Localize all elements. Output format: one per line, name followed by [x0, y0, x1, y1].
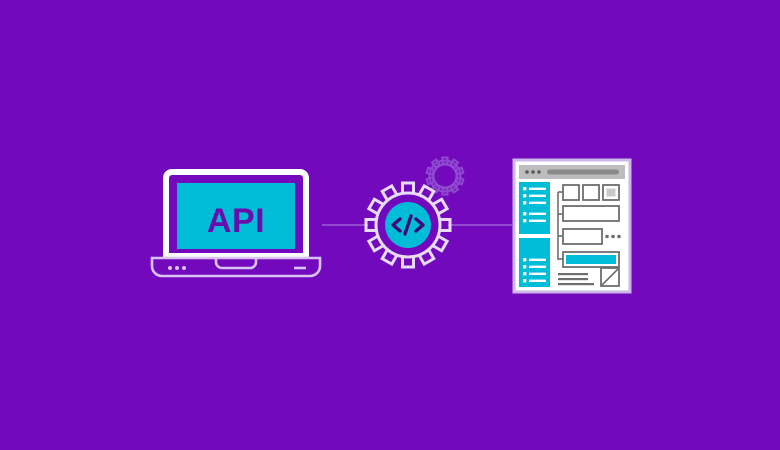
sidebar-top-items [523, 187, 546, 223]
sidebar-panel-top [519, 182, 550, 234]
content-ellipsis-icon[interactable] [605, 234, 621, 239]
list-item[interactable] [523, 272, 546, 276]
list-item[interactable] [523, 212, 546, 216]
content-box[interactable] [562, 184, 580, 201]
content-text-lines [558, 273, 594, 286]
sidebar-bottom-items [523, 258, 546, 283]
code-gear [364, 181, 452, 269]
window-address-bar[interactable] [547, 169, 619, 175]
content-highlight-bar [566, 255, 616, 264]
list-item[interactable] [523, 194, 546, 198]
sidebar-panel-bottom [519, 238, 550, 287]
text-line [558, 283, 594, 286]
laptop-base-dots [168, 266, 186, 270]
text-line [558, 273, 588, 276]
content-wide-row[interactable] [562, 228, 603, 245]
laptop-lid [163, 169, 309, 259]
list-item[interactable] [523, 258, 546, 262]
list-item[interactable] [523, 201, 546, 205]
laptop-screen [177, 183, 295, 249]
image-placeholder-icon[interactable] [600, 267, 620, 287]
laptop-notch [214, 258, 258, 270]
text-line [558, 278, 588, 281]
laptop-base [150, 256, 322, 278]
list-item[interactable] [523, 265, 546, 269]
api-screen-label: API [207, 202, 265, 240]
content-box-fill [606, 188, 616, 197]
content-box[interactable] [582, 184, 600, 201]
list-item[interactable] [523, 279, 546, 283]
code-symbol-icon [391, 214, 425, 236]
list-item[interactable] [523, 187, 546, 191]
content-wide-row[interactable] [562, 205, 620, 222]
laptop: API [150, 169, 322, 278]
window-titlebar-dots [525, 170, 541, 174]
content-top-boxes [562, 184, 620, 201]
dashboard-window [512, 158, 632, 294]
list-item[interactable] [523, 219, 546, 223]
small-gear-outer [428, 159, 462, 193]
